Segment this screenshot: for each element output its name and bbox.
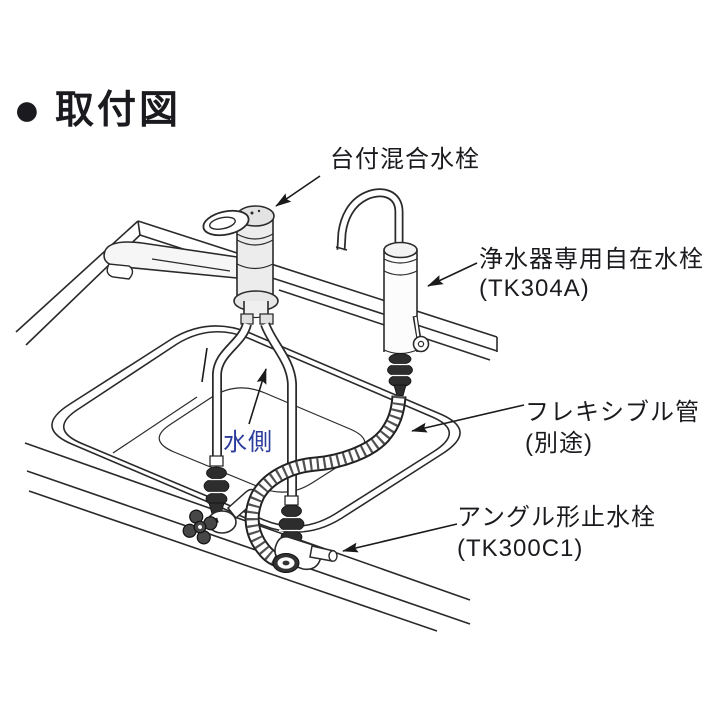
leader-purifier-faucet (427, 262, 478, 287)
label-purifier-faucet-name: 浄水器専用自在水栓 (479, 246, 704, 273)
page-title: 取付図 (55, 89, 181, 132)
leader-lines (201, 175, 525, 553)
compression-fitting-left (203, 466, 230, 515)
purifier-faucet-drawing (335, 188, 430, 397)
leader-water-side (248, 368, 267, 425)
angle-stop-valve-right (272, 536, 338, 573)
label-mixing-faucet: 台付混合水栓 (330, 146, 480, 173)
label-water-side: 水側 (223, 429, 273, 456)
label-angle-valve-name: アングル形止水栓 (457, 504, 656, 531)
leader-flexible-pipe (411, 404, 525, 433)
tick-water-side (201, 347, 208, 383)
leader-mixing-faucet (275, 175, 321, 207)
label-angle-valve-model: (TK300C1) (457, 535, 583, 562)
label-flexible-pipe-note: (別途) (525, 430, 593, 457)
cross-handle (182, 509, 218, 545)
mixing-faucet-loop-handle (202, 209, 250, 237)
purifier-lever (412, 315, 430, 353)
purifier-base-fitting (387, 353, 413, 397)
label-flexible-pipe-name: フレキシブル管 (525, 399, 700, 426)
leader-angle-valve (342, 523, 458, 553)
flexible-hose-drawing (244, 395, 407, 569)
title-bullet-icon: ● (13, 83, 41, 135)
diagram-labels: ● 取付図 台付混合水栓 浄水器専用自在水栓 (TK304A) 水側 フレキシブ… (13, 83, 704, 562)
label-purifier-faucet-model: (TK304A) (479, 275, 590, 302)
purifier-gooseneck (336, 188, 404, 252)
mixing-faucet-drawing (103, 205, 279, 325)
